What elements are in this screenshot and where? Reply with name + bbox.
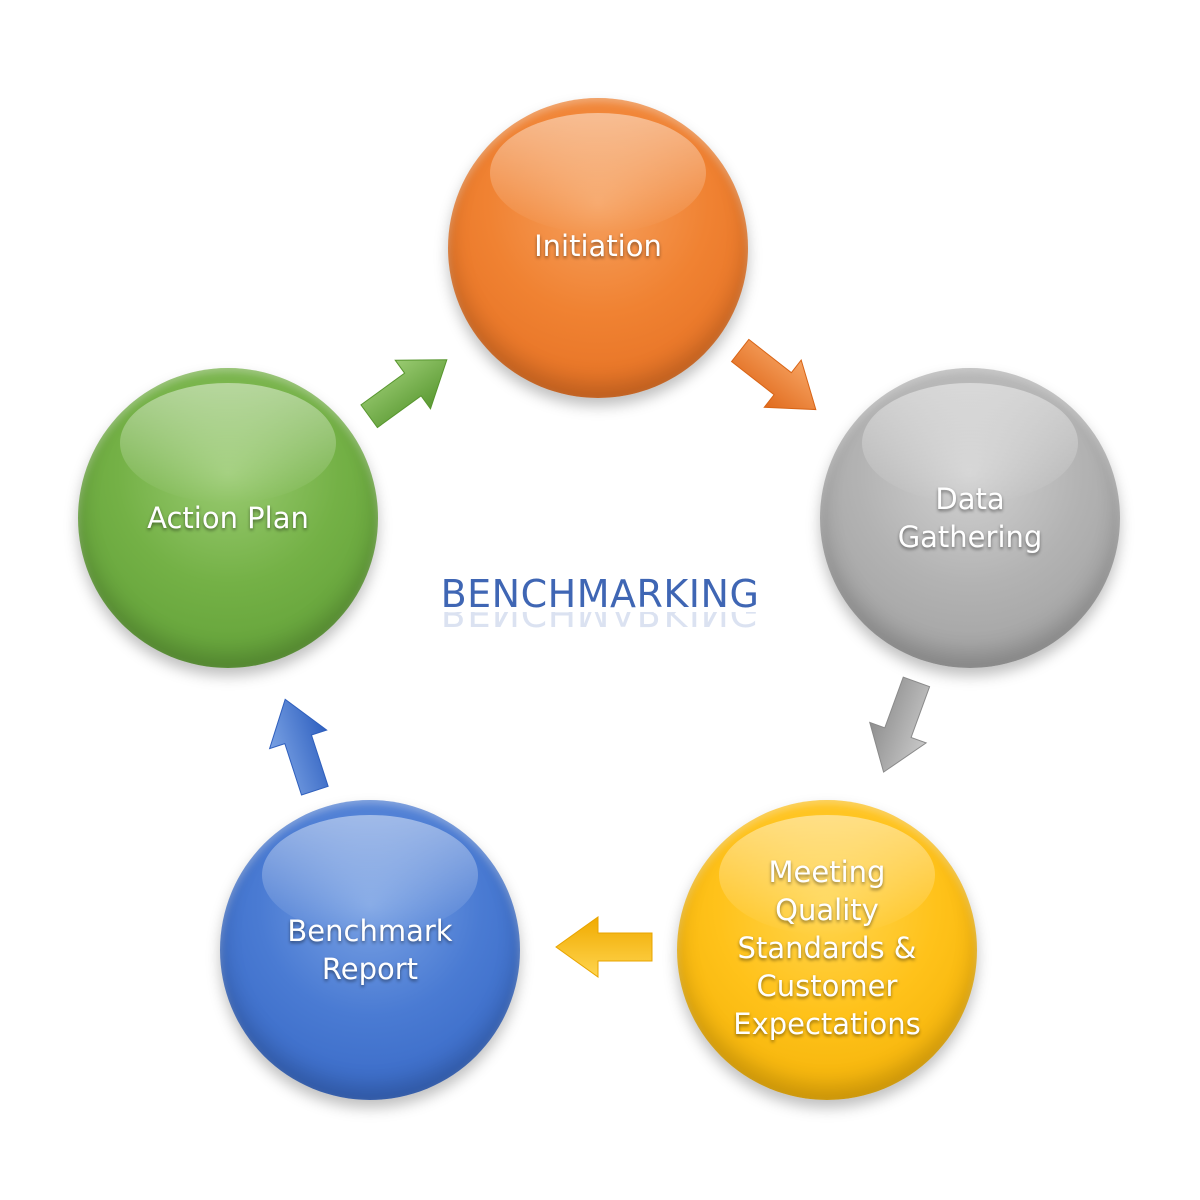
diagram-title: BENCHMARKING (440, 572, 760, 616)
green-arrow-icon (360, 359, 448, 429)
meeting-standards-node: Meeting Quality Standards & Customer Exp… (677, 800, 977, 1100)
arrow-initiation-to-data-gathering (722, 327, 835, 433)
blue-arrow-icon (268, 698, 329, 796)
data-gathering-label: Data Gathering (897, 482, 1043, 554)
benchmark-report-label: Benchmark Report (287, 914, 453, 986)
orange-arrow-icon (730, 338, 817, 411)
gray-arrow-icon (869, 676, 931, 773)
arrow-benchmark-report-to-action-plan (257, 690, 344, 800)
action-plan-node: Action Plan (78, 368, 378, 668)
benchmark-report-node: Benchmark Report (220, 800, 520, 1100)
arrow-data-gathering-to-meeting (855, 672, 944, 783)
initiation-label: Initiation (534, 229, 662, 263)
arrow-action-plan-to-initiation (352, 336, 465, 441)
data-gathering-node: Data Gathering (820, 368, 1120, 668)
diagram-title-reflection: BENCHMARKING (440, 612, 760, 634)
initiation-node: Initiation (448, 98, 748, 398)
arrow-meeting-to-benchmark-report (555, 916, 653, 978)
meeting-standards-label: Meeting Quality Standards & Customer Exp… (733, 855, 921, 1041)
yellow-arrow-icon (555, 916, 653, 978)
action-plan-label: Action Plan (147, 501, 309, 535)
